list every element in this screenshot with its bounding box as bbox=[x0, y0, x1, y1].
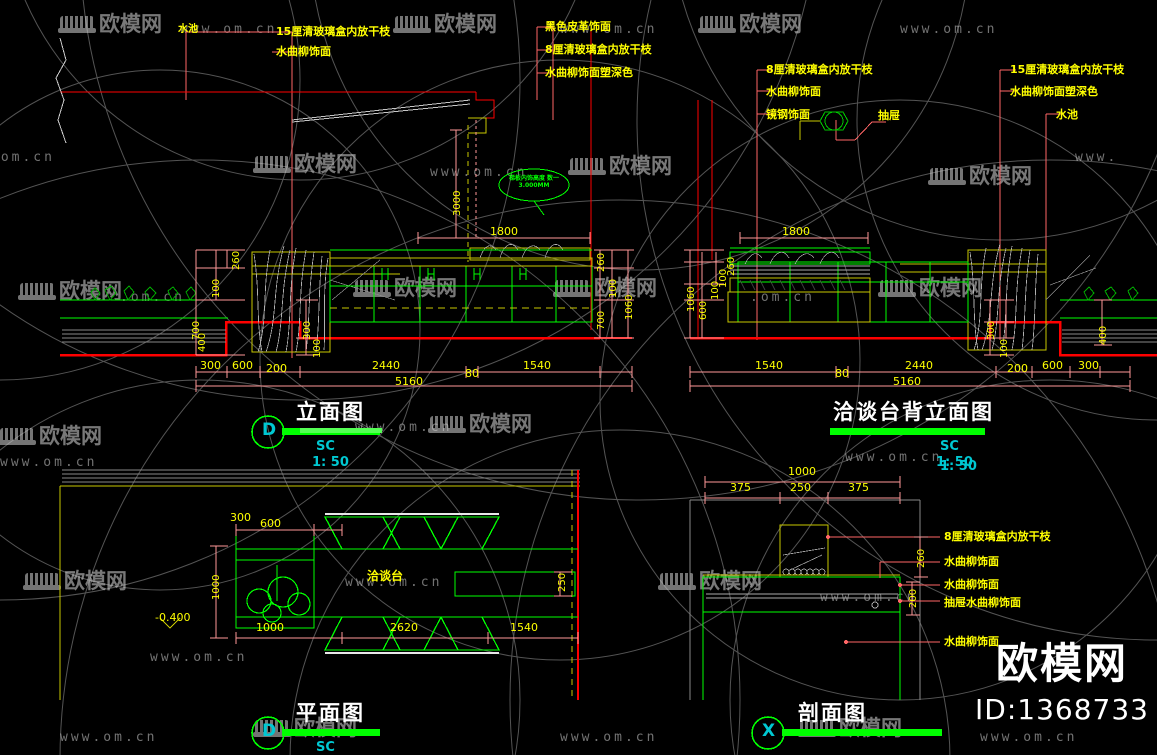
plan-level-mark: -0.400 bbox=[155, 611, 191, 624]
elevation-back-dimensions bbox=[684, 232, 1131, 392]
sec-annotation-drawer: 抽屉水曲柳饰面 bbox=[944, 596, 1021, 609]
plan-dim-2620: 2620 bbox=[390, 621, 418, 634]
scale-value-2: 1: 50 bbox=[936, 455, 973, 470]
annotation-veneer-1: 水曲柳饰面 bbox=[276, 45, 331, 58]
sec-dim-200: 200 bbox=[908, 588, 919, 608]
section-dimensions bbox=[704, 476, 928, 616]
scale-value-1: 1: 50 bbox=[312, 455, 349, 470]
annotation-veneer-2: 水曲柳饰面 bbox=[766, 85, 821, 98]
scale-value-4: 1: 50 bbox=[940, 459, 977, 474]
plan-dim-300: 300 bbox=[230, 511, 251, 524]
annotation-water-pool-2: 水池 bbox=[1056, 108, 1078, 121]
dim-2440-b: 2440 bbox=[372, 359, 400, 372]
annotation-glass-box-4: 15厘清玻璃盒内放干枝 bbox=[1010, 63, 1125, 76]
scale-label-3: SC bbox=[316, 740, 335, 755]
plan-geometry bbox=[59, 469, 580, 700]
dim-1540-r: 1540 bbox=[755, 359, 783, 372]
section-geometry bbox=[689, 499, 940, 700]
sec-dim-1000: 1000 bbox=[788, 465, 816, 478]
dim-260-r: 260 bbox=[726, 256, 737, 276]
plan-dim-1540: 1540 bbox=[510, 621, 538, 634]
annotation-drawer: 抽屉 bbox=[878, 109, 900, 122]
plan-dim-1000-v: 1000 bbox=[211, 574, 222, 600]
dim-80-r: 80 bbox=[835, 367, 849, 380]
dim-700-right: 700 bbox=[596, 310, 607, 330]
sec-dim-375b: 375 bbox=[848, 481, 869, 494]
annotation-veneer-dark-1: 水曲柳饰面塑深色 bbox=[545, 66, 633, 79]
title-elevation: 立面图 bbox=[296, 400, 365, 424]
bubble-label-x: X bbox=[762, 721, 776, 741]
dim-300-rr: 300 bbox=[986, 320, 997, 340]
dim-5160-r: 5160 bbox=[893, 375, 921, 388]
dim-1800-top-left: 1800 bbox=[490, 225, 518, 238]
dim-1540-b: 1540 bbox=[523, 359, 551, 372]
dim-400-left: 400 bbox=[197, 332, 208, 352]
dim-3000: 3000 bbox=[452, 190, 463, 216]
annotation-mirror-steel: 镜钢饰面 bbox=[766, 108, 810, 121]
dim-1060: 1060 bbox=[624, 294, 635, 320]
plan-dimensions bbox=[210, 524, 579, 644]
dim-260-left: 260 bbox=[231, 250, 242, 270]
title-back-elevation: 洽谈台背立面图 bbox=[833, 400, 994, 424]
annotation-glass-box-3: 8厘清玻璃盒内放干枝 bbox=[766, 63, 873, 76]
dim-100-rr: 100 bbox=[999, 338, 1010, 358]
dim-2440-r: 2440 bbox=[905, 359, 933, 372]
dim-80-b: 80 bbox=[465, 367, 479, 380]
note-bubble-text: 梯板内饰高度 数一3.000MM bbox=[508, 175, 560, 189]
scale-label-2: SC bbox=[940, 439, 959, 454]
sec-annotation-glass: 8厘清玻璃盒内放干枝 bbox=[944, 530, 1051, 543]
dim-100-right: 100 bbox=[608, 278, 619, 298]
sec-annotation-veneer2: 水曲柳饰面 bbox=[944, 578, 999, 591]
dim-1800-top-right: 1800 bbox=[782, 225, 810, 238]
dim-260-right: 260 bbox=[596, 252, 607, 272]
plan-label-table: 洽谈台 bbox=[367, 569, 404, 583]
dim-5160-b: 5160 bbox=[395, 375, 423, 388]
annotation-glass-box-1: 15厘清玻璃盒内放干枝 bbox=[276, 25, 391, 38]
elevation-back-geometry bbox=[690, 69, 1157, 357]
annotation-leather-1: 黑色皮革饰面 bbox=[545, 20, 611, 33]
dim-600-b: 600 bbox=[232, 359, 253, 372]
dim-600-rb: 600 bbox=[1042, 359, 1063, 372]
sec-dim-260: 260 bbox=[916, 548, 927, 568]
dim-100-mid: 100 bbox=[312, 338, 323, 358]
annotation-water-pool-1: 水池 bbox=[178, 24, 198, 35]
sec-dim-250: 250 bbox=[790, 481, 811, 494]
sec-annotation-veneer3: 水曲柳饰面 bbox=[944, 635, 999, 648]
titles-decoration bbox=[251, 415, 985, 750]
sec-annotation-veneer1: 水曲柳饰面 bbox=[944, 555, 999, 568]
annotation-veneer-dark-2: 水曲柳饰面塑深色 bbox=[1010, 85, 1098, 98]
dim-1060-r: 1060 bbox=[686, 286, 697, 312]
elevation-d-dimensions bbox=[195, 120, 634, 392]
dim-200-b: 200 bbox=[266, 362, 287, 375]
annotation-glass-box-2: 8厘清玻璃盒内放干枝 bbox=[545, 43, 652, 56]
title-section: 剖面图 bbox=[798, 701, 867, 725]
elevation-d-geometry bbox=[55, 26, 632, 358]
bubble-label-plan: D bbox=[262, 721, 277, 741]
dim-100-left: 100 bbox=[211, 278, 222, 298]
title-plan: 平面图 bbox=[296, 701, 365, 725]
dim-300-mid: 300 bbox=[302, 320, 313, 340]
sec-dim-375a: 375 bbox=[730, 481, 751, 494]
plan-dim-1000-h: 1000 bbox=[256, 621, 284, 634]
dim-400-rr: 400 bbox=[1098, 325, 1109, 345]
dim-300-b: 300 bbox=[200, 359, 221, 372]
plan-dim-600: 600 bbox=[260, 517, 281, 530]
scale-label-1: SC bbox=[316, 439, 335, 454]
dim-200-r: 200 bbox=[1007, 362, 1028, 375]
bubble-label-d: D bbox=[262, 420, 277, 440]
dim-300-rb: 300 bbox=[1078, 359, 1099, 372]
plan-dim-250: 250 bbox=[557, 572, 568, 592]
dim-600-r: 600 bbox=[698, 300, 709, 320]
